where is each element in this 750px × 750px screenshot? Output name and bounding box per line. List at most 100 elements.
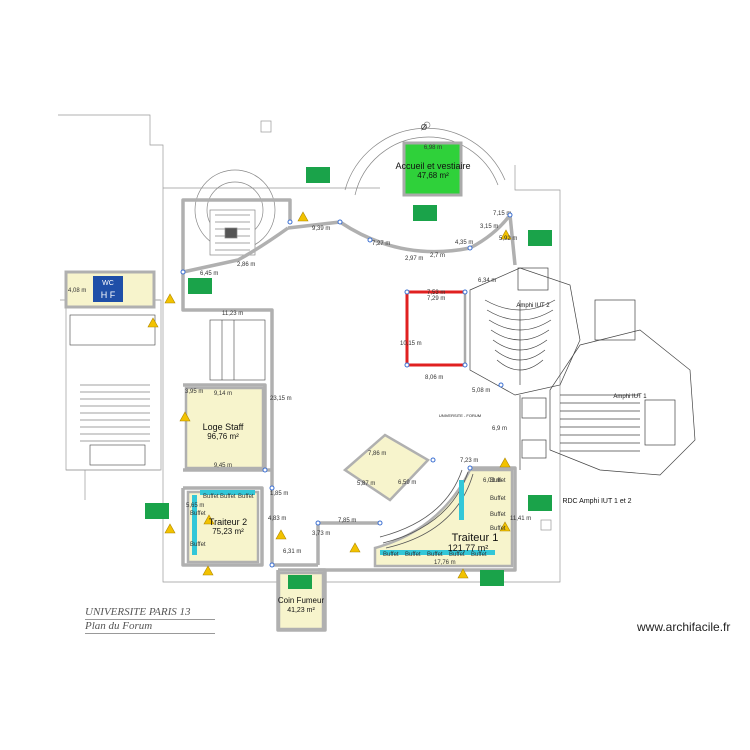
rdc-label: RDC Amphi IUT 1 et 2 xyxy=(562,498,631,505)
warning-icon xyxy=(457,568,469,579)
dim-label: 3,95 m xyxy=(185,389,203,395)
forum-walls xyxy=(181,198,517,632)
accueil-room[interactable] xyxy=(402,141,463,197)
wc-sign xyxy=(93,276,123,302)
buffet-label: Buffet xyxy=(427,552,443,558)
dim-label: 6,31 m xyxy=(283,549,301,555)
warning-icon xyxy=(164,523,176,534)
buffet-label: Buffet xyxy=(190,511,206,517)
warning-icon xyxy=(275,529,287,540)
exit-sign-icon xyxy=(288,575,312,589)
warning-icon xyxy=(179,411,191,422)
dim-label: 7,29 m xyxy=(427,296,445,302)
forum-label: UNIVERSITE - FORUM xyxy=(439,413,481,418)
coin-fumeur-name: Coin Fumeur xyxy=(278,596,325,605)
dim-label: 8,06 m xyxy=(425,375,443,381)
survey-points xyxy=(180,212,513,568)
buffet-label: Buffet xyxy=(405,552,421,558)
buffet-label: Buffet xyxy=(471,552,487,558)
dim-label: 6,59 m xyxy=(398,480,416,486)
dim-label: 1,85 m xyxy=(270,491,288,497)
dim-label: 4,08 m xyxy=(68,288,86,294)
warning-icon xyxy=(499,457,511,468)
dimension-labels: 9,39 m 6,45 m 11,23 m 7,27 m 2,97 m 2,7 … xyxy=(68,211,531,566)
dim-label: 2,97 m xyxy=(405,256,423,262)
dim-label: 11,23 m xyxy=(222,311,243,317)
buffet-label: Buffet xyxy=(490,512,506,518)
exit-sign-icon xyxy=(188,278,212,294)
title-block: UNIVERSITE PARIS 13 Plan du Forum xyxy=(85,606,215,634)
coin-fumeur-area: 41,23 m² xyxy=(287,607,315,614)
dim-label: 5,65 m xyxy=(186,503,204,509)
dim-label: 7,85 m xyxy=(338,518,356,524)
amphi1-label: Amphi IUT 1 xyxy=(613,394,647,400)
dim-label: 6,45 m xyxy=(200,271,218,277)
buffet-label: Buffet xyxy=(203,494,219,500)
red-partition xyxy=(405,290,465,367)
traiteur1-name: Traiteur 1 xyxy=(452,532,499,544)
dim-label: 5,08 m xyxy=(472,388,490,394)
dim-label: 7,53 m xyxy=(427,290,445,296)
dim-label: 6,02 m xyxy=(483,478,501,484)
amphi-iut1 xyxy=(519,299,696,476)
left-building xyxy=(69,314,266,466)
buffet-label: Buffet xyxy=(238,494,254,500)
warning-icon xyxy=(349,542,361,553)
buffet-label: Buffet xyxy=(190,542,206,548)
dim-label: 6,9 m xyxy=(492,426,507,432)
dim-label: 11,41 m xyxy=(510,516,531,522)
accueil-dim-top: 6,98 m xyxy=(424,145,442,151)
buffet-labels: Buffet Buffet Buffet Buffet Buffet Buffe… xyxy=(190,478,506,558)
dim-label: 17,76 m xyxy=(434,560,456,566)
exit-sign-icon xyxy=(528,495,552,511)
wc-sub: H F xyxy=(101,290,116,300)
exit-sign-icon xyxy=(306,167,330,183)
warning-icon xyxy=(203,514,215,525)
rotated-stand xyxy=(342,433,430,502)
wc-label: WC xyxy=(102,280,114,287)
dim-label: 6,34 m xyxy=(478,278,496,284)
loge-staff-area: 96,76 m² xyxy=(207,432,239,441)
title-line-2: Plan du Forum xyxy=(85,620,215,634)
buffet-label: Buffet xyxy=(220,494,236,500)
traiteur2-name: Traiteur 2 xyxy=(209,517,247,527)
exit-signs xyxy=(145,167,552,589)
exit-sign-icon xyxy=(145,503,169,519)
traiteur1-area: 121,77 m² xyxy=(448,543,489,553)
warning-icon xyxy=(202,565,214,576)
loge-dim-bottom: 9,45 m xyxy=(214,463,232,469)
loge-staff-room[interactable] xyxy=(184,386,265,470)
amphi-iut2 xyxy=(469,267,581,396)
dim-label: 3,73 m xyxy=(312,531,330,537)
accueil-name: Accueil et vestiaire xyxy=(395,161,470,171)
warning-icon xyxy=(500,229,512,240)
dim-label: 3,15 m xyxy=(480,224,498,230)
warning-icon xyxy=(164,293,176,304)
buffet-label: Buffet xyxy=(490,526,506,532)
exit-sign-icon xyxy=(480,570,504,586)
watermark: www.archifacile.fr xyxy=(637,620,731,634)
dim-label: 4,83 m xyxy=(268,516,286,522)
exit-sign-icon xyxy=(528,230,552,246)
dim-label: 5,87 m xyxy=(357,481,375,487)
north-icon: Ø xyxy=(421,123,427,132)
dim-label: 4,35 m xyxy=(455,240,473,246)
dim-label: 9,39 m xyxy=(312,226,330,232)
buffet-label: Buffet xyxy=(383,552,399,558)
warning-icon xyxy=(499,521,511,532)
buffet-label: Buffet xyxy=(490,496,506,502)
loge-dim-top: 9,14 m xyxy=(214,391,232,397)
warning-icon xyxy=(297,211,309,222)
amphi2-label: Amphi IUT 2 xyxy=(516,303,550,309)
exit-sign-icon xyxy=(413,205,437,221)
accueil-area: 47,68 m² xyxy=(417,171,449,180)
warning-triangles xyxy=(147,211,512,579)
dim-label: 7,23 m xyxy=(460,458,478,464)
dim-label: 5,92 m xyxy=(499,236,517,242)
dim-label: 10,15 m xyxy=(400,341,422,347)
dim-label: 2,7 m xyxy=(430,253,445,259)
title-line-1: UNIVERSITE PARIS 13 xyxy=(85,606,215,620)
traiteur2-room[interactable] xyxy=(186,490,260,564)
dim-label: 2,86 m xyxy=(237,262,255,268)
